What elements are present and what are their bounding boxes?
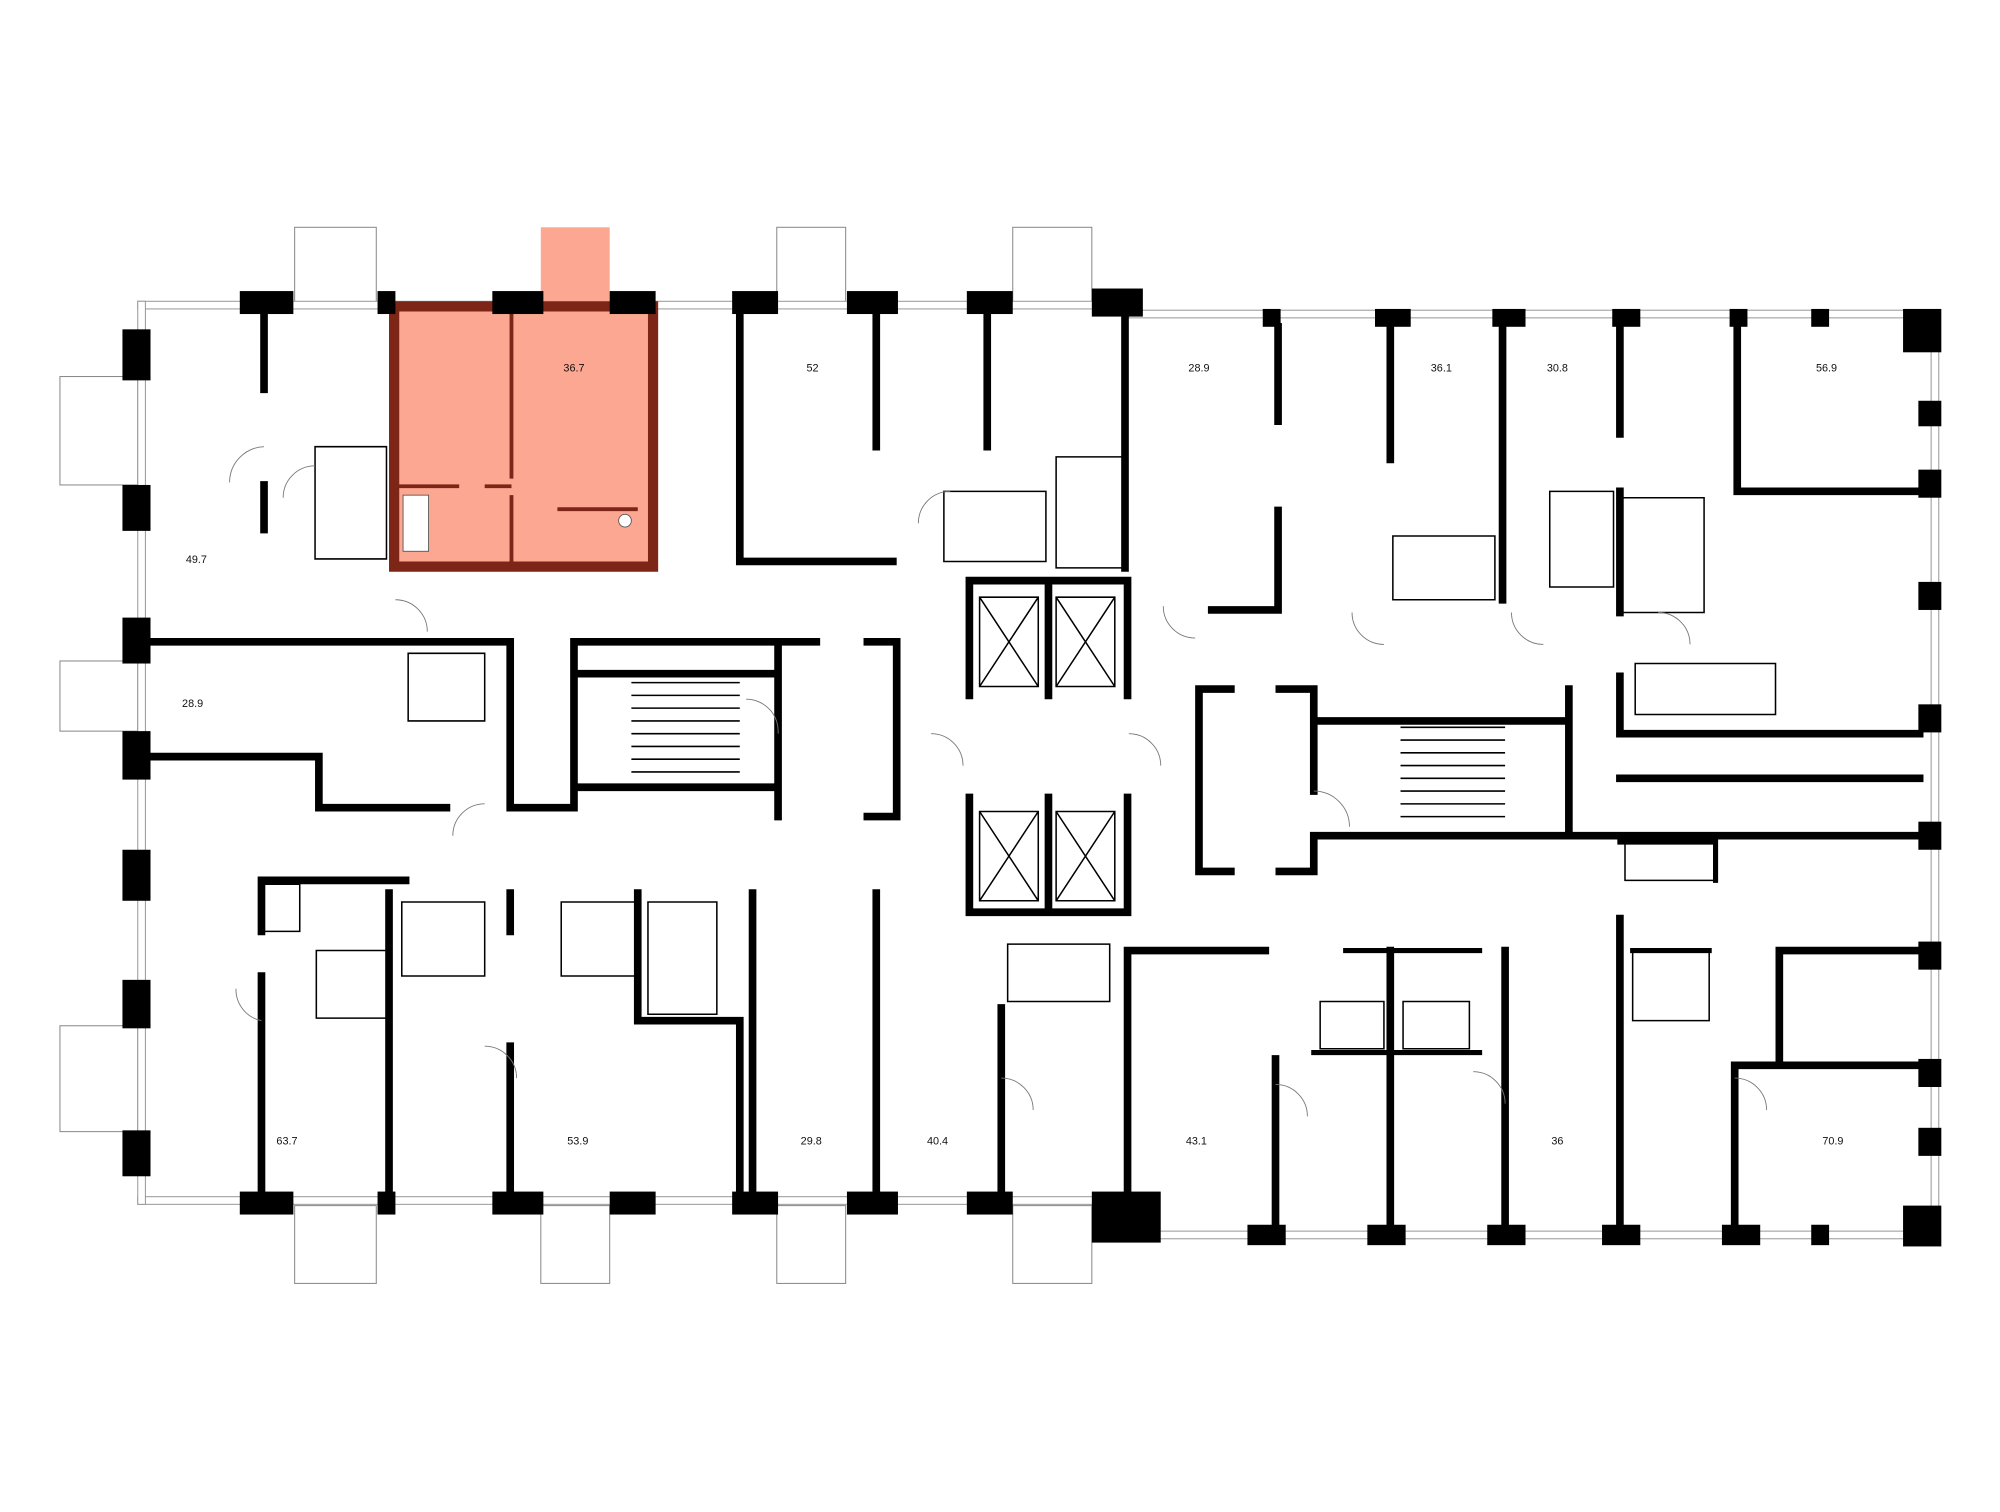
unit-area-label[interactable]: 28.9 — [1188, 362, 1209, 374]
unit-area-label[interactable]: 36 — [1551, 1135, 1563, 1147]
unit-area-label[interactable]: 40.4 — [927, 1135, 948, 1147]
unit-area-label[interactable]: 30.8 — [1547, 362, 1568, 374]
selected-unit-balcony[interactable] — [540, 227, 610, 304]
selected-unit[interactable] — [389, 227, 659, 572]
balconies — [59, 226, 1093, 1284]
unit-area-label[interactable]: 70.9 — [1822, 1135, 1843, 1147]
unit-area-label[interactable]: 49.7 — [186, 554, 207, 566]
unit-area-label[interactable]: 29.8 — [801, 1135, 822, 1147]
unit-area-label[interactable]: 43.1 — [1186, 1135, 1207, 1147]
unit-area-label[interactable]: 36.7 — [563, 362, 584, 374]
unit-area-label[interactable]: 56.9 — [1816, 362, 1837, 374]
unit-area-label[interactable]: 36.1 — [1431, 362, 1452, 374]
walls — [122, 288, 1942, 1247]
unit-area-label[interactable]: 28.9 — [182, 698, 203, 710]
selected-unit-area[interactable] — [390, 302, 654, 567]
unit-area-label[interactable]: 63.7 — [276, 1135, 297, 1147]
unit-area-label[interactable]: 52 — [806, 362, 818, 374]
area-labels: 36.7 52 28.9 36.1 30.8 56.9 49.7 28.9 63… — [182, 362, 1843, 1147]
unit-area-label[interactable]: 53.9 — [567, 1135, 588, 1147]
